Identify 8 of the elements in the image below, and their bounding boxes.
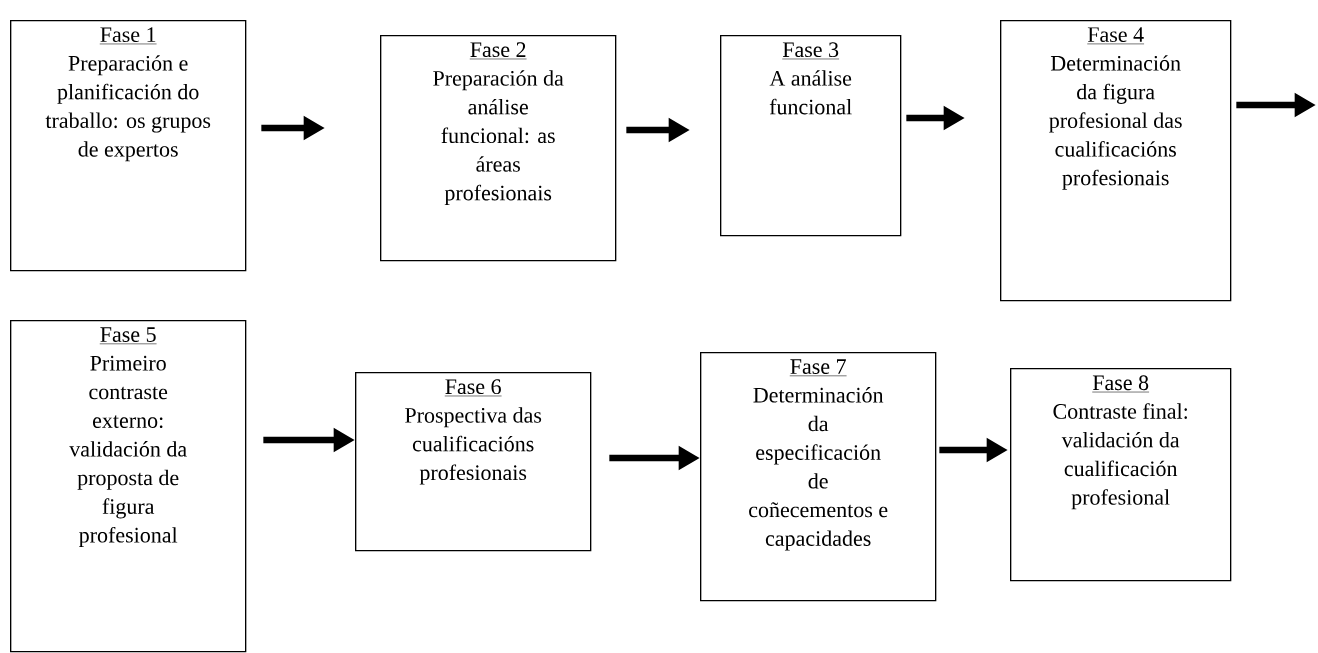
process-box: Fase 2 Preparación da análise funcional: as áreas profesionais [380, 35, 617, 262]
process-box: Fase 5 Primeiro contraste externo: validación da proposta de figura profesional [10, 320, 247, 653]
process-box: Fase 4 Determinación da figura profesional das cualificacións profesionais [1000, 20, 1232, 302]
process-box: Fase 7 Determinación da especificación de coñecementos e capacidades [700, 352, 937, 602]
process-box: Fase 3 A análise funcional [720, 35, 902, 237]
process-box: Fase 8 Contraste final: validación da cualificación profesional [1010, 368, 1232, 582]
process-box: Fase 6 Prospectiva das cualificacións profesionais [355, 372, 592, 552]
process-box: Fase 1 Preparación e planificación do traballo: os grupos de expertos [10, 20, 247, 272]
